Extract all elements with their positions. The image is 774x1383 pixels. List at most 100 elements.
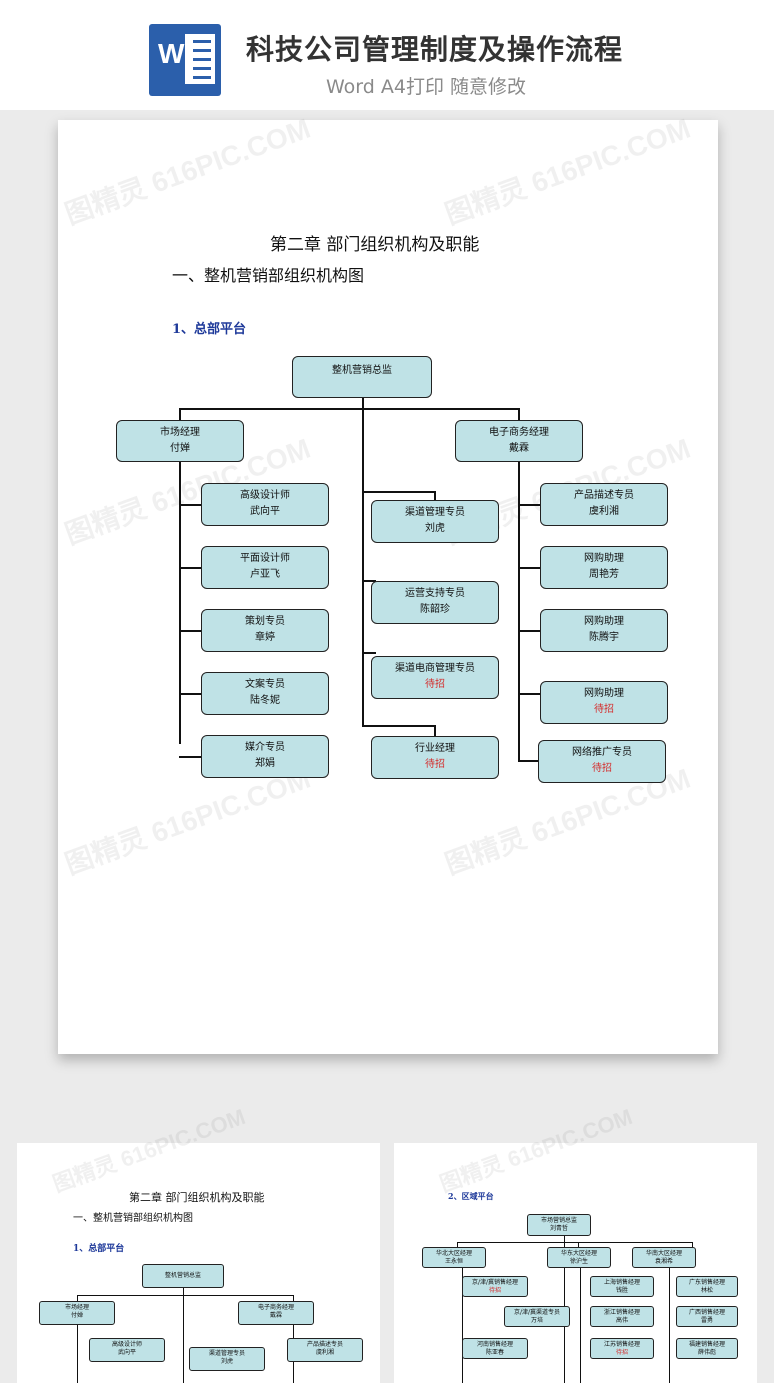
node-title: 江苏销售经理 <box>603 1341 640 1348</box>
node-title: 电子商务经理 <box>257 1304 294 1311</box>
connector-line <box>179 630 201 632</box>
org-node: 产品描述专员 虞利湘 <box>540 483 668 526</box>
connector-line <box>518 408 520 420</box>
org-node: 运营支持专员 陈韶珍 <box>371 581 499 624</box>
node-title: 媒介专员 <box>245 742 285 753</box>
node-name: 雷勇 <box>700 1317 713 1324</box>
org-node: 广东销售经理 林松 <box>676 1276 738 1297</box>
subsection-heading: 1、总部平台 <box>73 1244 125 1254</box>
connector-line <box>179 408 520 410</box>
subsection-heading: 1、总部平台 <box>172 322 247 337</box>
watermark: 图精灵 616PIC.COM <box>49 1103 249 1197</box>
node-name: 武向平 <box>117 1349 136 1356</box>
node-title: 文案专员 <box>245 679 285 690</box>
connector-line <box>434 725 436 737</box>
node-title: 华南大区经理 <box>645 1250 682 1257</box>
node-name: 薛伟彪 <box>697 1349 716 1356</box>
node-name: 刘虎 <box>220 1358 233 1365</box>
node-title: 市场营销总监 <box>540 1217 577 1224</box>
node-title: 整机营销总监 <box>164 1272 201 1279</box>
node-name-hiring: 待招 <box>594 704 614 715</box>
subsection-heading: 2、区域平台 <box>448 1191 494 1201</box>
node-name: 付婵 <box>70 1312 83 1319</box>
node-name: 林松 <box>700 1287 713 1294</box>
node-title: 福建销售经理 <box>688 1341 725 1348</box>
document-page: 图精灵 616PIC.COM 图精灵 616PIC.COM 图精灵 616PIC… <box>58 113 718 1054</box>
org-node: 网购助理 待招 <box>540 681 668 724</box>
org-node: 市场经理 付婵 <box>39 1301 115 1325</box>
node-title: 广东销售经理 <box>688 1279 725 1286</box>
connector-line <box>518 760 540 762</box>
org-node: 策划专员 章婷 <box>201 609 329 652</box>
connector-line <box>518 462 520 762</box>
connector-line <box>457 1242 458 1248</box>
org-node: 渠道管理专员 刘虎 <box>371 500 499 543</box>
org-node: 高级设计师 武向平 <box>201 483 329 526</box>
node-name: 钱胜 <box>615 1287 628 1294</box>
org-node: 渠道管理专员 刘虎 <box>189 1347 265 1371</box>
org-node: 市场营销总监 刘青哲 <box>527 1214 591 1236</box>
node-name: 袁湘希 <box>654 1258 673 1265</box>
org-node: 网购助理 陈腾宇 <box>540 609 668 652</box>
node-name: 付婵 <box>170 443 190 454</box>
node-name: 卢亚飞 <box>250 569 280 580</box>
node-name: 戴霖 <box>509 443 529 454</box>
node-title: 产品描述专员 <box>574 490 634 501</box>
org-node: 电子商务经理 戴霖 <box>238 1301 314 1325</box>
node-name: 陈亚春 <box>485 1349 504 1356</box>
node-title: 渠道管理专员 <box>405 507 465 518</box>
node-title: 网购助理 <box>584 616 624 627</box>
node-title: 上海销售经理 <box>603 1279 640 1286</box>
org-node: 华东大区经理 徐沪生 <box>547 1247 611 1268</box>
node-name: 王永恒 <box>444 1258 463 1265</box>
node-name: 陈韶珍 <box>420 604 450 615</box>
node-title: 高级设计师 <box>240 490 290 501</box>
connector-line <box>580 1268 581 1383</box>
connector-line <box>179 693 201 695</box>
connector-line <box>179 408 181 420</box>
word-document-icon: W <box>149 24 221 96</box>
page-subtitle: Word A4打印 随意修改 <box>326 76 527 98</box>
org-node: 浙江销售经理 高伟 <box>590 1306 654 1327</box>
node-title: 产品描述专员 <box>306 1341 343 1348</box>
node-title: 高级设计师 <box>111 1341 142 1348</box>
node-title: 行业经理 <box>415 743 455 754</box>
org-node: 广西销售经理 雷勇 <box>676 1306 738 1327</box>
preview-page-2[interactable]: 图精灵 616PIC.COM 2、区域平台 市场营销总监 刘青哲 华北大区经理 … <box>394 1104 757 1383</box>
node-title: 网购助理 <box>584 553 624 564</box>
org-node: 高级设计师 武向平 <box>89 1338 165 1362</box>
connector-line <box>462 1268 463 1383</box>
node-name: 周艳芳 <box>589 569 619 580</box>
connector-line <box>434 491 436 501</box>
connector-line <box>183 1288 184 1383</box>
org-node-director: 整机营销总监 <box>292 356 432 398</box>
header-banner: W 科技公司管理制度及操作流程 Word A4打印 随意修改 <box>0 0 774 110</box>
node-name-hiring: 待招 <box>488 1287 501 1294</box>
node-name: 陆冬妮 <box>250 695 280 706</box>
connector-line <box>518 504 540 506</box>
connector-line <box>578 1242 579 1248</box>
node-title: 河南销售经理 <box>476 1341 513 1348</box>
org-node-ecom-manager: 电子商务经理 戴霖 <box>455 420 583 462</box>
org-node-director: 整机营销总监 <box>142 1264 224 1288</box>
node-name: 虞利湘 <box>315 1349 334 1356</box>
org-node: 文案专员 陆冬妮 <box>201 672 329 715</box>
connector-line <box>518 693 540 695</box>
node-title: 广西销售经理 <box>688 1309 725 1316</box>
org-node: 京/津/冀渠道专员 万培 <box>504 1306 570 1327</box>
org-node-market-manager: 市场经理 付婵 <box>116 420 244 462</box>
org-node: 渠道电商管理专员 待招 <box>371 656 499 699</box>
connector-line <box>77 1295 293 1296</box>
connector-line <box>362 652 376 654</box>
node-title: 平面设计师 <box>240 553 290 564</box>
watermark: 图精灵 616PIC.COM <box>60 112 315 231</box>
org-node: 网购助理 周艳芳 <box>540 546 668 589</box>
node-name: 虞利湘 <box>589 506 619 517</box>
node-name: 刘青哲 <box>549 1225 568 1232</box>
node-title: 京/津/冀销售经理 <box>471 1279 519 1286</box>
org-node: 网络推广专员 待招 <box>538 740 666 783</box>
preview-page-1[interactable]: 图精灵 616PIC.COM 第二章 部门组织机构及职能 一、整机营销部组织机构… <box>17 1104 380 1383</box>
node-name: 刘虎 <box>425 523 445 534</box>
node-title: 策划专员 <box>245 616 285 627</box>
node-title: 华北大区经理 <box>435 1250 472 1257</box>
